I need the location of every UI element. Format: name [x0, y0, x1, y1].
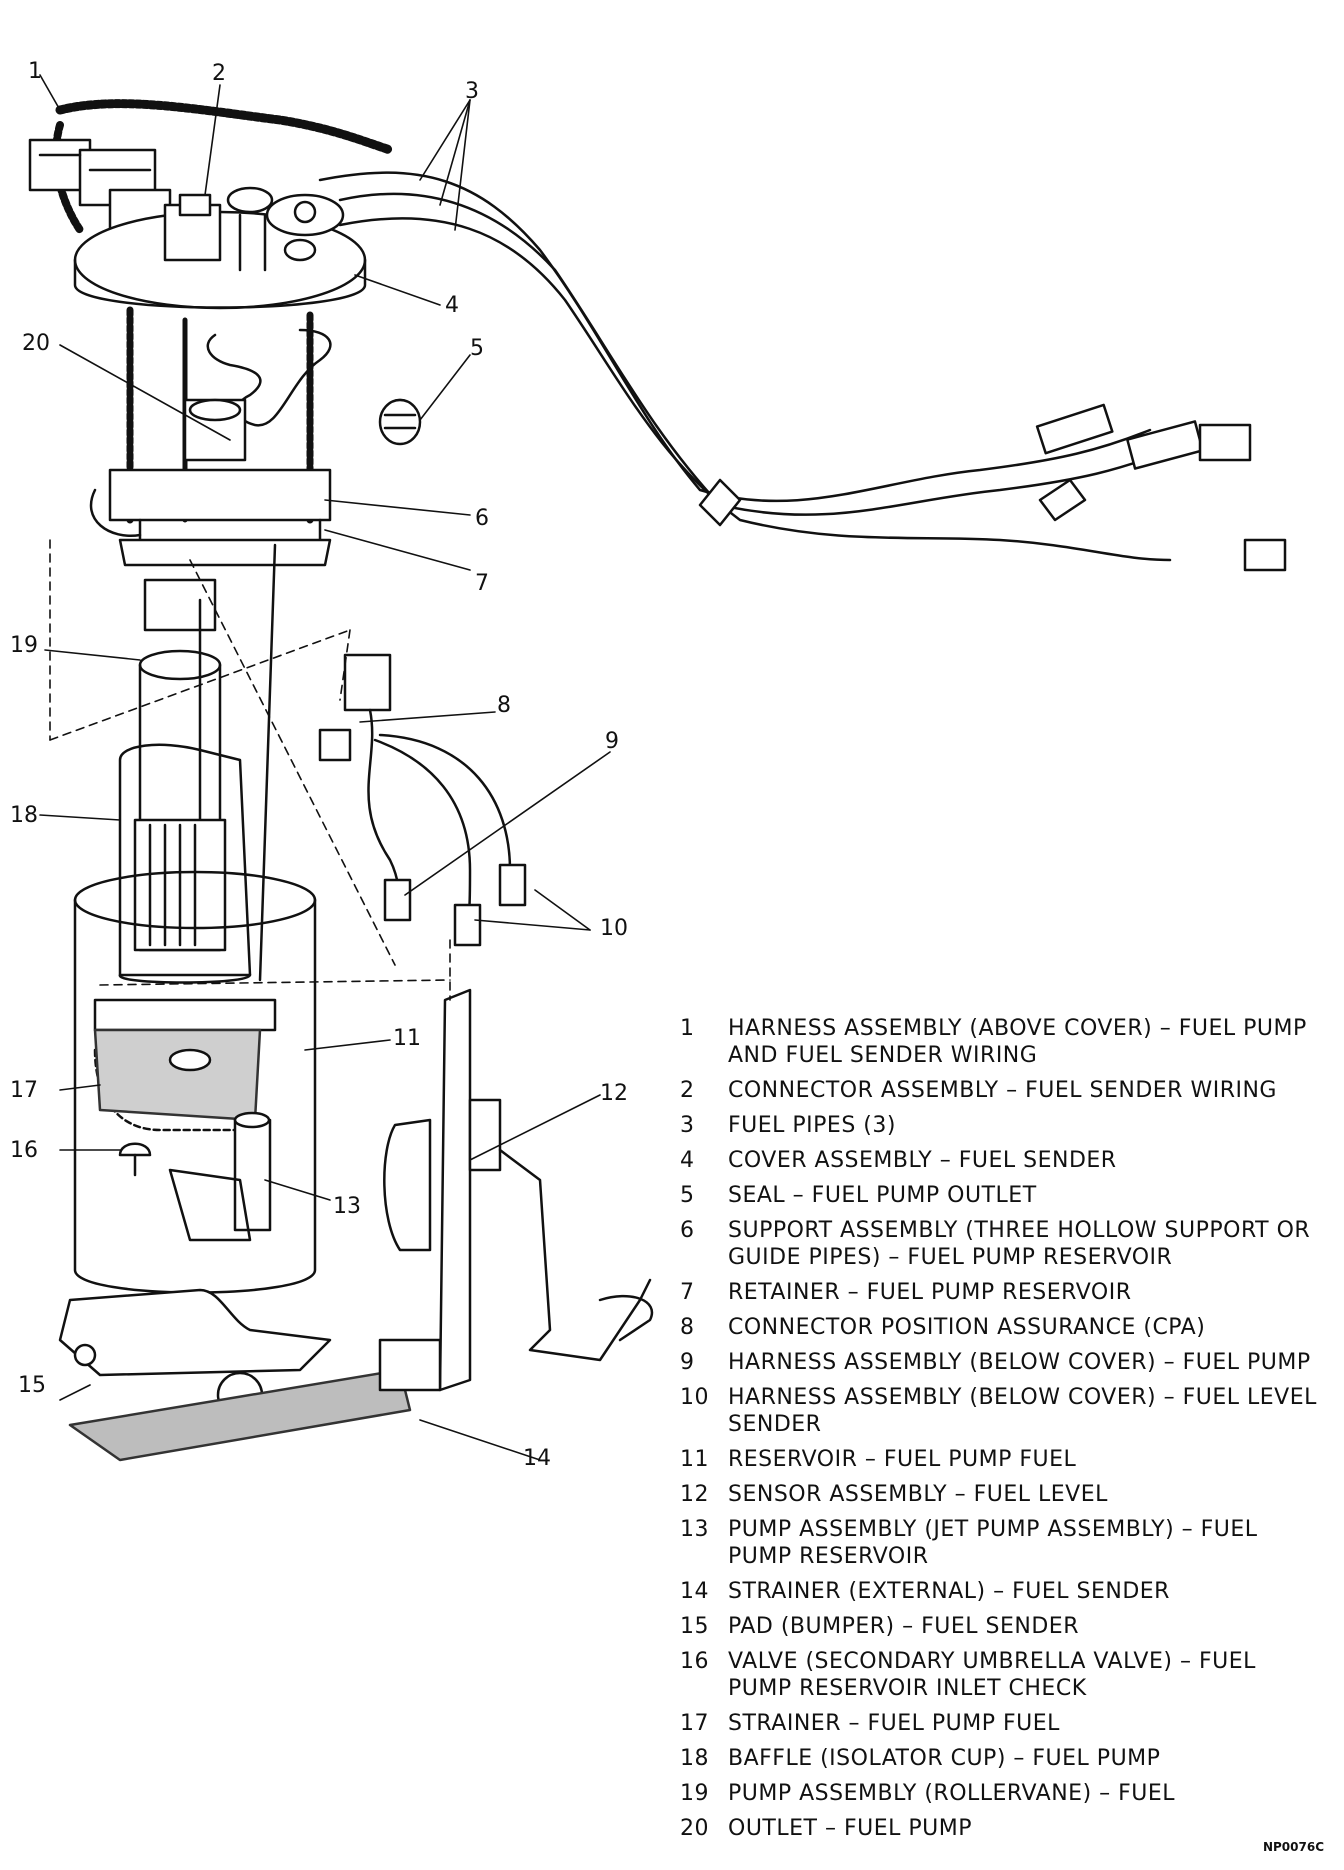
callout-3: 3	[465, 79, 479, 104]
callout-7: 7	[475, 571, 489, 596]
legend-item: 18 BAFFLE (ISOLATOR CUP) – FUEL PUMP	[680, 1745, 1320, 1772]
legend-number: 9	[680, 1350, 695, 1375]
legend-item: 13 PUMP ASSEMBLY (JET PUMP ASSEMBLY) – FU…	[680, 1516, 1320, 1570]
callout-9: 9	[605, 729, 619, 754]
legend-item: 6 SUPPORT ASSEMBLY (THREE HOLLOW SUPPORT …	[680, 1217, 1320, 1271]
legend-text: BAFFLE (ISOLATOR CUP) – FUEL PUMP	[728, 1746, 1161, 1771]
baffle-isolator-cup	[118, 743, 252, 984]
fuel-pipes	[318, 171, 1287, 572]
callout-20: 20	[22, 331, 50, 356]
legend-text: HARNESS ASSEMBLY (BELOW COVER) – FUEL LE…	[728, 1385, 1317, 1437]
legend-number: 17	[680, 1711, 709, 1736]
legend-text: OUTLET – FUEL PUMP	[728, 1816, 972, 1841]
legend-text: STRAINER (EXTERNAL) – FUEL SENDER	[728, 1579, 1170, 1604]
legend-number: 19	[680, 1781, 709, 1806]
legend-text: PAD (BUMPER) – FUEL SENDER	[728, 1614, 1079, 1639]
legend-item: 7 RETAINER – FUEL PUMP RESERVOIR	[680, 1279, 1320, 1306]
parts-legend: 1 HARNESS ASSEMBLY (ABOVE COVER) – FUEL P…	[680, 1015, 1320, 1850]
legend-item: 12 SENSOR ASSEMBLY – FUEL LEVEL	[680, 1481, 1320, 1508]
legend-item: 16 VALVE (SECONDARY UMBRELLA VALVE) – FUE…	[680, 1648, 1320, 1702]
legend-number: 7	[680, 1280, 695, 1305]
cover-assembly	[73, 186, 367, 310]
callout-18: 18	[10, 803, 38, 828]
pump-assembly-rollervane	[133, 578, 227, 952]
legend-item: 14 STRAINER (EXTERNAL) – FUEL SENDER	[680, 1578, 1320, 1605]
legend-number: 11	[680, 1447, 709, 1472]
callout-17: 17	[10, 1078, 38, 1103]
legend-number: 5	[680, 1183, 695, 1208]
legend-text: PUMP ASSEMBLY (JET PUMP ASSEMBLY) – FUEL…	[728, 1517, 1258, 1569]
fuel-pump-outlet-seal	[378, 398, 422, 446]
legend-text: COVER ASSEMBLY – FUEL SENDER	[728, 1148, 1117, 1173]
legend-item: 9 HARNESS ASSEMBLY (BELOW COVER) – FUEL P…	[680, 1349, 1320, 1376]
legend-number: 18	[680, 1746, 709, 1771]
document-code: NP0076C	[1262, 1840, 1324, 1854]
jet-pump-assembly	[168, 1111, 272, 1242]
legend-number: 16	[680, 1649, 709, 1674]
support-assembly	[89, 306, 420, 547]
strainer-fuel-pump	[93, 1028, 262, 1122]
legend-item: 17 STRAINER – FUEL PUMP FUEL	[680, 1710, 1320, 1737]
callout-19: 19	[10, 633, 38, 658]
legend-number: 15	[680, 1614, 709, 1639]
callout-13: 13	[333, 1194, 361, 1219]
legend-item: 4 COVER ASSEMBLY – FUEL SENDER	[680, 1147, 1320, 1174]
legend-item: 11 RESERVOIR – FUEL PUMP FUEL	[680, 1446, 1320, 1473]
legend-item: 10 HARNESS ASSEMBLY (BELOW COVER) – FUEL …	[680, 1384, 1320, 1438]
legend-item: 1 HARNESS ASSEMBLY (ABOVE COVER) – FUEL P…	[680, 1015, 1320, 1069]
legend-number: 10	[680, 1385, 709, 1410]
callout-2: 2	[212, 61, 226, 86]
callout-5: 5	[470, 336, 484, 361]
legend-number: 6	[680, 1218, 695, 1243]
legend-number: 3	[680, 1113, 695, 1138]
legend-item: 20 OUTLET – FUEL PUMP	[680, 1815, 1320, 1842]
legend-text: HARNESS ASSEMBLY (BELOW COVER) – FUEL PU…	[728, 1350, 1311, 1375]
legend-number: 1	[680, 1016, 695, 1041]
legend-item: 5 SEAL – FUEL PUMP OUTLET	[680, 1182, 1320, 1209]
callout-14: 14	[523, 1446, 551, 1471]
legend-text: RETAINER – FUEL PUMP RESERVOIR	[728, 1280, 1132, 1305]
legend-number: 8	[680, 1315, 695, 1340]
strainer-external	[68, 1368, 412, 1462]
legend-text: SENSOR ASSEMBLY – FUEL LEVEL	[728, 1482, 1108, 1507]
leader-lines	[39, 74, 611, 1461]
legend-item: 8 CONNECTOR POSITION ASSURANCE (CPA)	[680, 1314, 1320, 1341]
legend-number: 20	[680, 1816, 709, 1841]
legend-text: VALVE (SECONDARY UMBRELLA VALVE) – FUEL …	[728, 1649, 1256, 1701]
harness-below-cover	[318, 653, 527, 947]
umbrella-valve	[118, 1142, 152, 1177]
retainer	[118, 538, 332, 982]
callout-10: 10	[600, 916, 628, 941]
legend-text: SUPPORT ASSEMBLY (THREE HOLLOW SUPPORT O…	[728, 1218, 1311, 1270]
legend-text: RESERVOIR – FUEL PUMP FUEL	[728, 1447, 1077, 1472]
callout-4: 4	[445, 293, 459, 318]
callout-15: 15	[18, 1373, 46, 1398]
legend-text: HARNESS ASSEMBLY (ABOVE COVER) – FUEL PU…	[728, 1016, 1307, 1068]
legend-text: CONNECTOR POSITION ASSURANCE (CPA)	[728, 1315, 1206, 1340]
legend-text: FUEL PIPES (3)	[728, 1113, 896, 1138]
legend-text: PUMP ASSEMBLY (ROLLERVANE) – FUEL	[728, 1781, 1176, 1806]
legend-item: 3 FUEL PIPES (3)	[680, 1112, 1320, 1139]
callout-numbers: 1 2 3 4 5 6 7 8 9 10 11 12 13 14 15 16 1…	[10, 59, 628, 1471]
legend-item: 2 CONNECTOR ASSEMBLY – FUEL SENDER WIRING	[680, 1077, 1320, 1104]
legend-text: CONNECTOR ASSEMBLY – FUEL SENDER WIRING	[728, 1078, 1277, 1103]
legend-number: 13	[680, 1517, 709, 1542]
callout-1: 1	[28, 59, 42, 84]
callout-11: 11	[393, 1026, 421, 1051]
legend-number: 12	[680, 1482, 709, 1507]
callout-6: 6	[475, 506, 489, 531]
legend-number: 2	[680, 1078, 695, 1103]
callout-16: 16	[10, 1138, 38, 1163]
legend-number: 4	[680, 1148, 695, 1173]
legend-item: 15 PAD (BUMPER) – FUEL SENDER	[680, 1613, 1320, 1640]
legend-text: STRAINER – FUEL PUMP FUEL	[728, 1711, 1060, 1736]
legend-text: SEAL – FUEL PUMP OUTLET	[728, 1183, 1037, 1208]
legend-number: 14	[680, 1579, 709, 1604]
callout-12: 12	[600, 1081, 628, 1106]
callout-8: 8	[497, 693, 511, 718]
legend-item: 19 PUMP ASSEMBLY (ROLLERVANE) – FUEL	[680, 1780, 1320, 1807]
